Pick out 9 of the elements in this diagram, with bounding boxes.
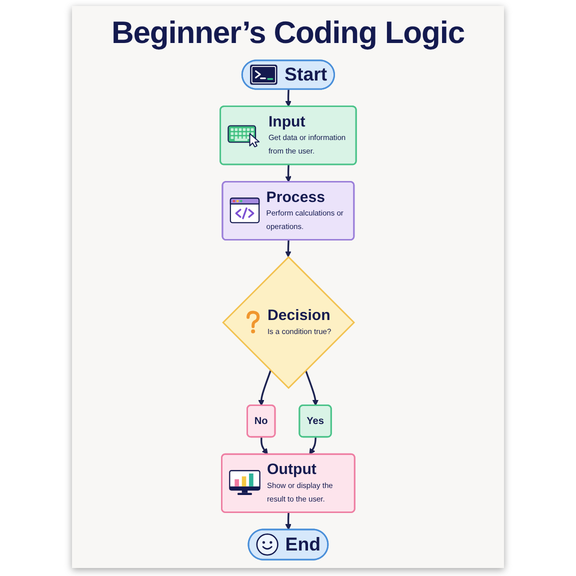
arrow — [284, 89, 292, 107]
arrow — [258, 370, 272, 406]
arrow — [304, 370, 318, 406]
arrow — [308, 437, 316, 455]
title: Beginner’s Coding Logic — [110, 14, 466, 52]
arrow — [260, 437, 268, 455]
arrow — [284, 240, 292, 258]
arrow — [284, 164, 292, 182]
arrow — [284, 512, 292, 530]
